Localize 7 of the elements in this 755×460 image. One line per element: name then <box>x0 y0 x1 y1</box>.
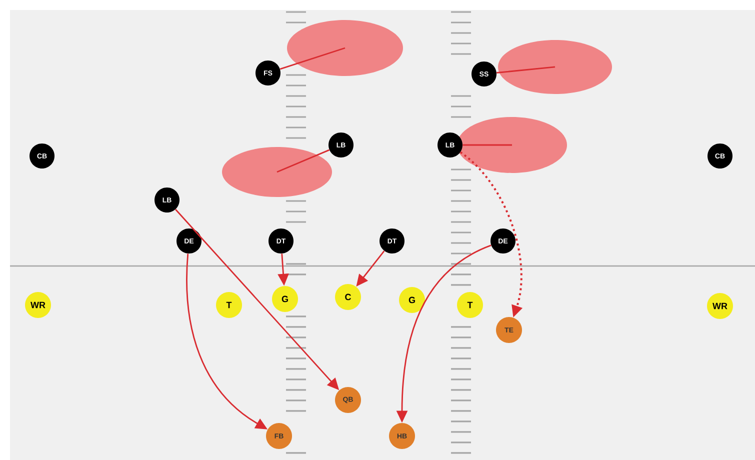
assignment-line <box>496 66 556 74</box>
assignment-line <box>462 144 512 146</box>
coverage-zone <box>222 147 332 197</box>
coverage-zone <box>498 40 612 94</box>
assignment-line <box>280 47 346 70</box>
coverage-zone <box>287 20 403 76</box>
coverage-zone <box>457 117 567 173</box>
